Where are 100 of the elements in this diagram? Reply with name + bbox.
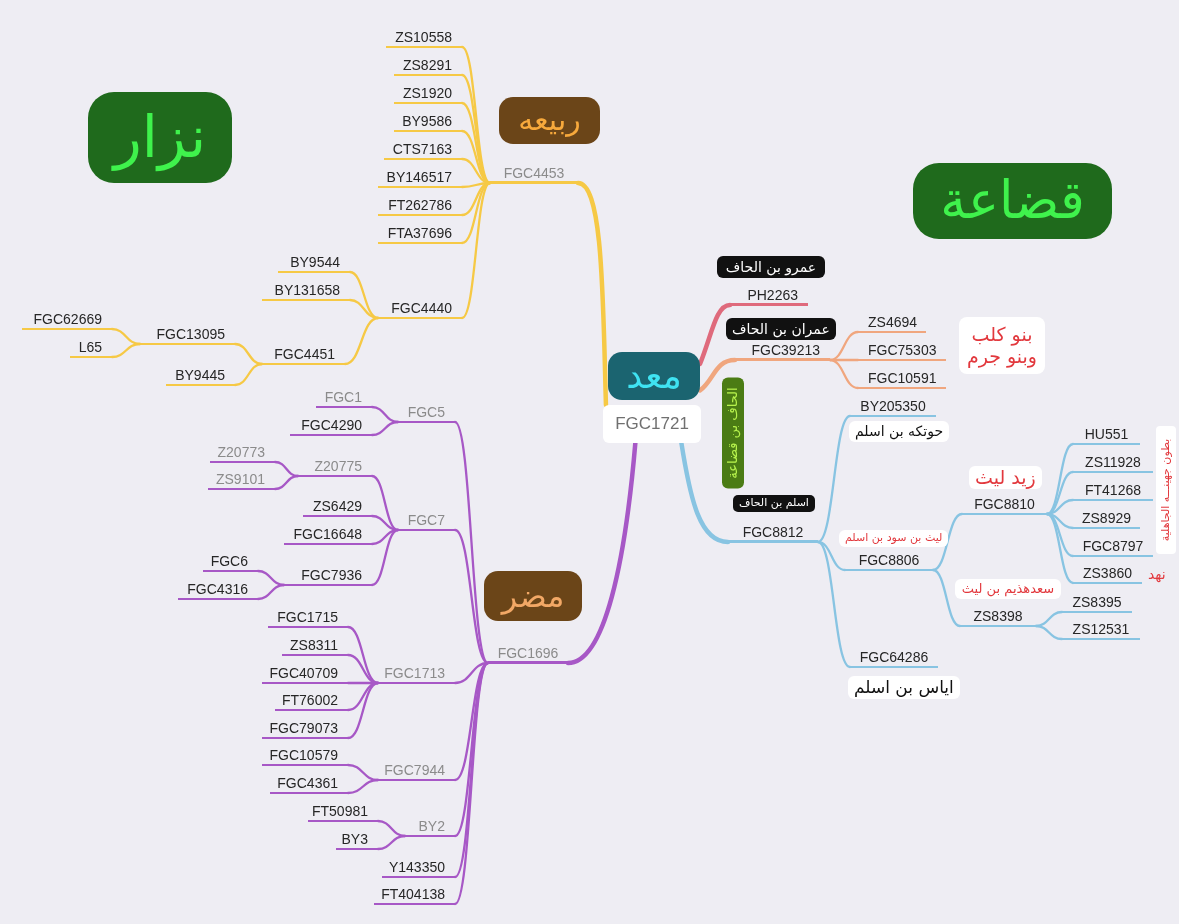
snp-label: FGC13095 [140,326,235,345]
snp-label: FGC8812 [728,524,818,543]
branch-line [233,362,264,387]
branch-line [679,440,731,545]
snp-label: FGC4440 [378,300,462,319]
branch-line [697,302,733,367]
snp-label: FGC39213 [735,342,830,361]
snp-label: ZS1920 [394,85,462,104]
snp-label: ZS6429 [303,498,372,517]
snp-label: FGC40709 [262,665,348,684]
root-marker-label: FGC1721 [603,405,701,443]
snp-label: BY131658 [262,282,350,301]
snp-label: FGC7936 [284,567,372,586]
branch-line [931,568,962,628]
snp-label: FGC1713 [378,665,455,684]
root-title: معد [608,352,700,400]
region-title: نزار [88,92,232,183]
snp-label: HU551 [1073,426,1140,445]
snp-label: ZS8291 [394,57,462,76]
snp-label: ZS3860 [1073,565,1142,584]
snp-label: FGC16648 [284,526,372,545]
snp-label: FTA37696 [378,225,462,244]
branch-line [346,778,380,795]
branch-line [565,440,638,666]
branch-line [370,420,400,437]
snp-label: BY146517 [378,169,462,188]
group-title: مضر [484,571,582,621]
snp-label: Z20775 [298,458,372,477]
snp-label: FGC64286 [850,649,938,668]
snp-label: FGC4361 [270,775,348,794]
snp-label: PH2263 [730,287,808,306]
branch-line [460,129,492,185]
snp-label: FGC5 [398,404,455,423]
snp-label: FT404138 [374,886,455,905]
snp-label: FGC6 [203,553,258,572]
branch-line [110,342,142,359]
snp-label: FGC75303 [858,342,946,361]
snp-label: BY9445 [166,367,235,386]
branch-line [816,540,852,669]
snp-label: FGC10579 [262,747,348,766]
ancestor-tag: اسلم بن الحاف [733,495,815,512]
snp-label: BY9586 [394,113,462,132]
branch-line [376,834,407,851]
branch-line [256,583,286,601]
ancestor-tag: عمران بن الحاف [726,318,836,340]
snp-label: FGC7 [398,512,455,531]
snp-label: ZS8395 [1062,594,1132,613]
snp-label: FGC8806 [845,552,933,571]
snp-label: FGC1696 [488,645,568,664]
snp-label: BY3 [336,831,378,850]
branch-line [697,357,738,393]
branch-line [931,512,964,572]
branch-line [460,181,492,320]
snp-label: ZS8311 [282,637,348,656]
snp-label: ZS9101 [208,471,275,490]
lineage-tag: بنو كلب وبنو جرم [959,317,1045,374]
snp-label: FGC10591 [858,370,946,389]
snp-label: ZS8398 [960,608,1036,627]
lineage-tag: ليث بن سود بن اسلم [839,530,949,547]
branch-line [453,528,490,665]
snp-label: FGC4290 [290,417,372,436]
snp-label: BY9544 [278,254,350,273]
branch-line [575,180,609,408]
snp-label: FGC8810 [962,496,1047,515]
lineage-tag: زيد ليث [969,466,1042,489]
snp-label: BY2 [405,818,455,837]
branch-line [1045,512,1075,585]
snp-label: FGC79073 [262,720,348,739]
snp-label: L65 [70,339,112,358]
branch-line [816,414,852,544]
group-title: ربيعه [499,97,600,144]
lineage-tag: حوتكه بن اسلم [849,421,950,442]
branch-line [1045,442,1075,516]
snp-label: ZS8929 [1073,510,1140,529]
snp-label: FGC8797 [1073,538,1153,557]
branch-line [343,316,380,366]
snp-label: CTS7163 [384,141,462,160]
side-note: نهد [1148,565,1166,584]
snp-label: FGC4451 [262,346,345,365]
region-title: قضاعة [913,163,1112,239]
lineage-tag: اياس بن اسلم [848,676,960,699]
vertical-tag: الحاف بن قضاعة [722,377,744,489]
snp-label: ZS10558 [386,29,462,48]
snp-label: FGC4453 [490,165,578,184]
snp-label: BY205350 [850,398,936,417]
snp-label: FGC7944 [378,762,455,781]
snp-label: FT76002 [275,692,348,711]
vertical-tag: بطون جهينـــه الجاهلية [1156,426,1176,554]
branch-line [346,681,380,740]
snp-label: Y143350 [382,859,455,878]
snp-label: ZS4694 [858,314,926,333]
branch-line [273,474,300,491]
ancestor-tag: عمرو بن الحاف [717,256,825,278]
snp-label: Z20773 [210,444,275,463]
branch-line [370,474,400,532]
branch-line [370,528,400,587]
snp-label: FT262786 [378,197,462,216]
snp-label: FGC1 [316,389,372,408]
snp-label: FT41268 [1073,482,1153,501]
lineage-tag: سعدهذيم بن ليث [955,579,1061,599]
